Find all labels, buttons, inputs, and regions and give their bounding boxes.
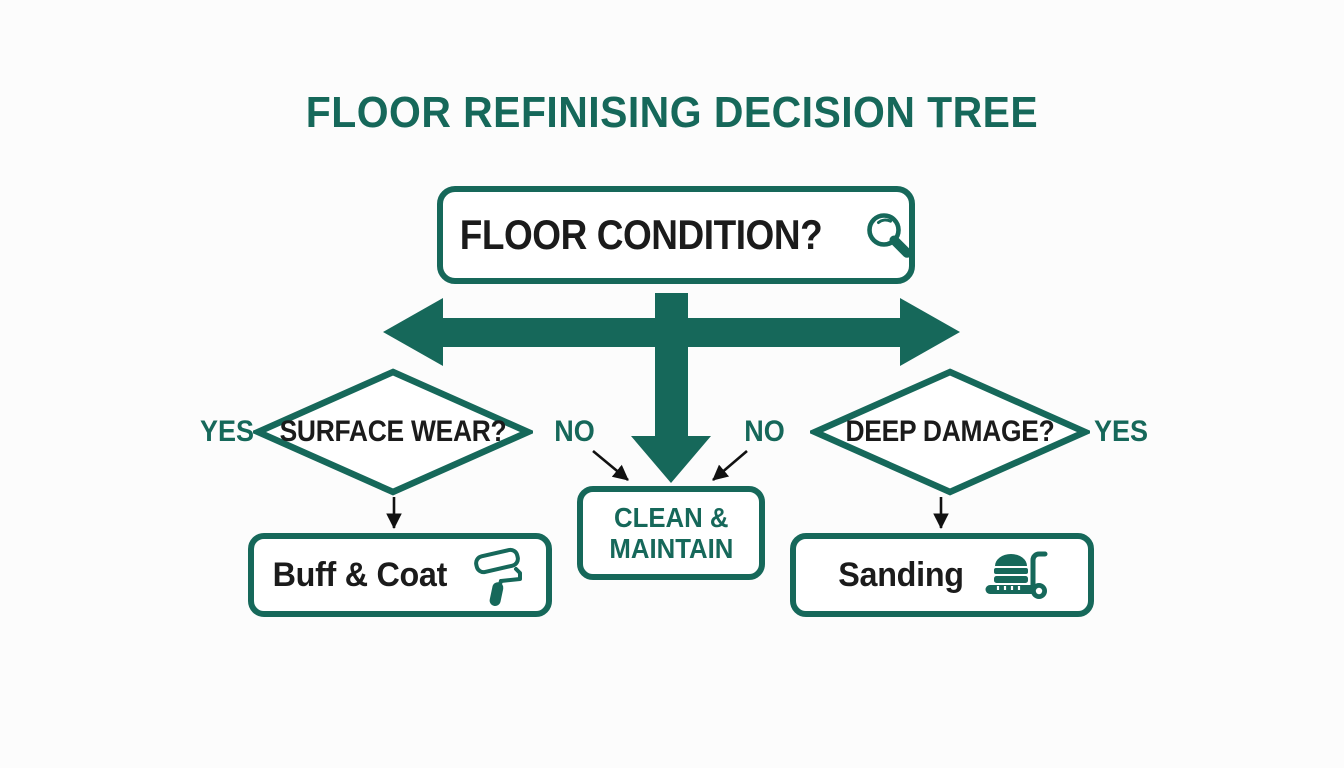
node-deep-damage[interactable]: DEEP DAMAGE? (806, 367, 1094, 497)
splitter-arrowhead-left (383, 298, 443, 366)
branch-label-surface-wear-no: NO (554, 415, 595, 448)
splitter-arrowhead-down (631, 436, 711, 483)
connector-no-right-to-clean (712, 450, 748, 481)
diamond-shape-surface-wear (249, 368, 537, 496)
branch-label-deep-damage-no: NO (744, 415, 785, 448)
branch-label-deep-damage-yes: YES (1094, 415, 1149, 448)
node-surface-wear[interactable]: SURFACE WEAR? (249, 367, 537, 497)
node-buff-and-coat[interactable]: Buff & Coat (248, 533, 552, 617)
node-sanding-label: Sanding (838, 555, 964, 594)
node-floor-condition-label: FLOOR CONDITION? (459, 211, 823, 258)
floor-sander-icon (985, 546, 1049, 604)
node-sanding[interactable]: Sanding (790, 533, 1094, 617)
branch-label-surface-wear-yes: YES (200, 415, 255, 448)
node-buff-and-coat-label: Buff & Coat (272, 555, 448, 594)
node-clean-and-maintain-line2: MAINTAIN (608, 533, 733, 564)
splitter-shaft-vertical (655, 293, 688, 445)
node-floor-condition[interactable]: FLOOR CONDITION? (437, 186, 915, 284)
node-clean-and-maintain[interactable]: CLEAN & MAINTAIN (577, 486, 765, 580)
paint-roller-icon (470, 543, 532, 607)
magnifying-glass-icon (861, 207, 917, 263)
page-title: FLOOR REFINISING DECISION TREE (305, 88, 1039, 137)
connector-no-left-to-clean (592, 449, 629, 482)
diamond-shape-deep-damage (806, 368, 1094, 496)
node-surface-wear-label: SURFACE WEAR? (279, 415, 507, 448)
splitter-shaft-horizontal (440, 318, 903, 347)
splitter-arrowhead-right (900, 298, 960, 366)
node-clean-and-maintain-line1: CLEAN & (613, 501, 729, 533)
node-deep-damage-label: DEEP DAMAGE? (845, 415, 1055, 448)
